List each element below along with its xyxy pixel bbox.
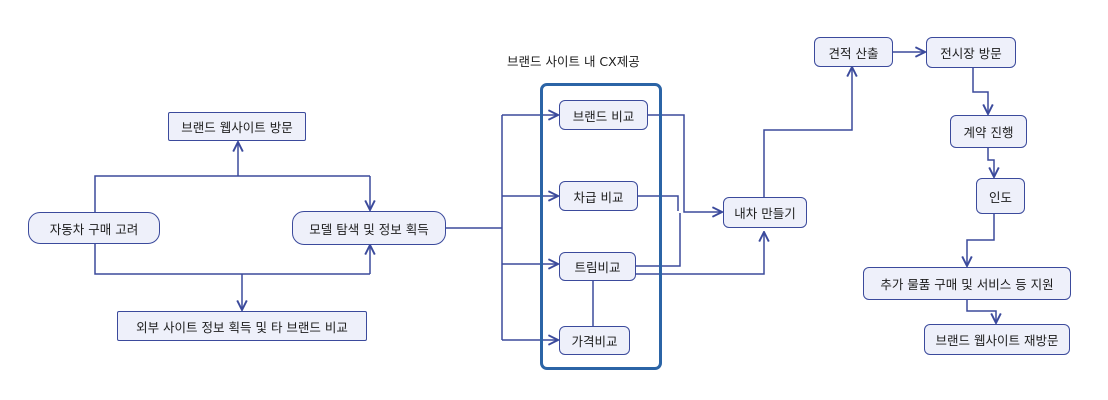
edge-showroom-to-contract (972, 68, 988, 114)
edge-trim-to-build-low (636, 232, 764, 275)
edge-class-to-build (638, 195, 679, 211)
node-trim-compare[interactable]: 트림비교 (559, 252, 636, 281)
node-showroom-visit[interactable]: 전시장 방문 (926, 37, 1016, 68)
node-brand-compare[interactable]: 브랜드 비교 (559, 100, 648, 130)
node-model-search[interactable]: 모델 탐색 및 정보 획득 (292, 211, 446, 245)
node-extra-support[interactable]: 추가 물품 구매 및 서비스 등 지원 (863, 267, 1071, 300)
edge-consider-up (94, 175, 370, 212)
cx-group-frame (540, 83, 662, 370)
node-delivery[interactable]: 인도 (976, 178, 1025, 214)
cx-group-title: 브랜드 사이트 내 CX제공 (507, 54, 640, 69)
node-contract[interactable]: 계약 진행 (950, 115, 1027, 148)
node-price-compare[interactable]: 가격비교 (559, 326, 630, 355)
node-build-my-car[interactable]: 내차 만들기 (723, 197, 807, 228)
node-brand-site-visit[interactable]: 브랜드 웹사이트 방문 (168, 112, 306, 141)
edge-build-to-quote (763, 67, 852, 197)
edge-consider-down (94, 244, 370, 275)
edge-contract-to-delivery (987, 148, 994, 177)
node-brand-site-revisit[interactable]: 브랜드 웹사이트 재방문 (924, 324, 1070, 355)
edge-brand-to-build (648, 114, 722, 212)
edge-delivery-to-extra (967, 214, 995, 266)
edge-extra-to-revisit (966, 300, 996, 323)
node-quote[interactable]: 견적 산출 (814, 37, 893, 67)
edge-trim-to-build (636, 213, 681, 267)
node-external-compare[interactable]: 외부 사이트 정보 획득 및 타 브랜드 비교 (117, 311, 367, 341)
node-class-compare[interactable]: 차급 비교 (559, 181, 638, 211)
node-consider[interactable]: 자동차 구매 고려 (28, 212, 160, 244)
